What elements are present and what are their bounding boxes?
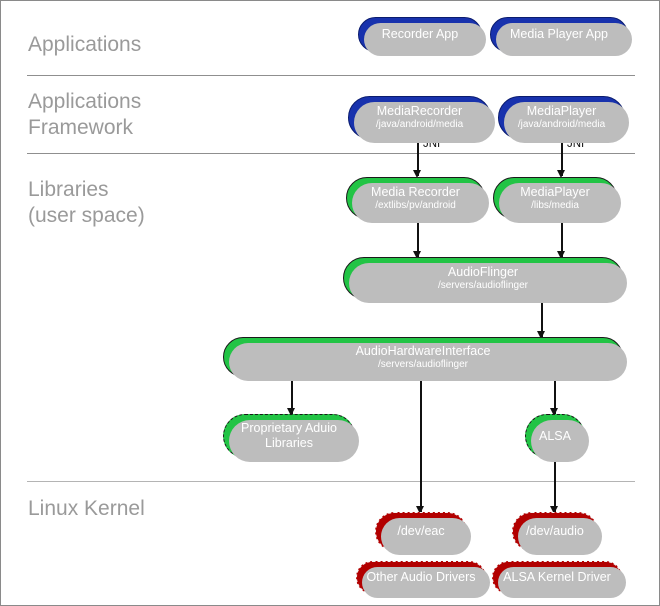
layer-label-applications-framework: Applications Framework	[28, 90, 142, 139]
node-title: /dev/eac	[397, 524, 445, 538]
connector-ahi-to-proprietary	[291, 376, 293, 414]
node-subtitle: Libraries	[265, 436, 313, 450]
node-subtitle: /extlibs/pv/android	[375, 199, 456, 211]
node-media-recorder-lib[interactable]: Media Recorder /extlibs/pv/android	[346, 177, 489, 223]
node-mediarecorder-framework[interactable]: MediaRecorder /java/android/media	[348, 96, 495, 143]
connector-ahi-to-dev-eac	[420, 376, 422, 512]
node-title: MediaPlayer	[526, 104, 597, 118]
node-title: ALSA	[539, 428, 571, 443]
node-title: MediaPlayer	[520, 184, 590, 199]
connector-audioflinger-to-ahi	[541, 299, 543, 337]
node-subtitle: /servers/audioflinger	[437, 279, 529, 291]
arrowhead-ahi-to-proprietary	[287, 408, 295, 416]
node-title: ALSA Kernel Driver	[503, 570, 611, 584]
arrowhead-mediarecorder-to-lib	[413, 170, 421, 178]
node-subtitle: /servers/audioflinger	[377, 358, 469, 370]
arrowhead-mediaplayer-to-lib	[557, 170, 565, 178]
arrowhead-mediaplayerlib-to-audioflinger	[557, 251, 565, 259]
divider-applications	[27, 75, 635, 76]
node-mediaplayer-framework[interactable]: MediaPlayer /java/android/media	[498, 96, 629, 143]
node-title: /dev/audio	[526, 524, 584, 538]
node-title: AudioHardwareInterface	[355, 343, 491, 358]
node-title: Other Audio Drivers	[366, 570, 476, 584]
node-title: Recorder App	[381, 27, 459, 41]
node-title: AudioFlinger	[447, 264, 519, 279]
node-audiohardwareinterface[interactable]: AudioHardwareInterface /servers/audiofli…	[223, 337, 627, 381]
node-subtitle: /libs/media	[531, 199, 579, 211]
node-recorder-app[interactable]: Recorder App	[358, 17, 486, 56]
connector-ahi-to-alsa	[554, 376, 556, 414]
node-media-player-app[interactable]: Media Player App	[490, 17, 632, 56]
node-title: Proprietary Aduio	[241, 421, 337, 435]
node-proprietary-audio-libraries[interactable]: Proprietary Aduio Libraries	[223, 414, 359, 462]
layer-label-linux-kernel: Linux Kernel	[28, 497, 145, 520]
arrowhead-alsa-to-dev-audio	[550, 506, 558, 514]
node-alsa[interactable]: ALSA	[525, 414, 589, 462]
node-audioflinger[interactable]: AudioFlinger /servers/audioflinger	[343, 257, 627, 303]
arrowhead-ahi-to-dev-eac	[416, 506, 424, 514]
layer-label-libraries: Libraries (user space)	[28, 178, 145, 227]
node-title: MediaRecorder	[376, 104, 463, 118]
node-mediaplayer-lib[interactable]: MediaPlayer /libs/media	[493, 177, 621, 223]
node-alsa-kernel-driver[interactable]: ALSA Kernel Driver	[492, 561, 626, 598]
arrowhead-ahi-to-alsa	[550, 408, 558, 416]
divider-libraries	[27, 481, 635, 482]
connector-mediarecorderlib-to-audioflinger	[417, 219, 419, 257]
node-title: Media Player App	[510, 27, 608, 41]
connector-mediarecorder-to-lib	[417, 139, 419, 176]
connector-mediaplayerlib-to-audioflinger	[561, 219, 563, 257]
node-title: Media Recorder	[371, 184, 460, 199]
node-dev-eac[interactable]: /dev/eac	[375, 512, 471, 555]
connector-mediaplayer-to-lib	[561, 139, 563, 176]
node-other-audio-drivers[interactable]: Other Audio Drivers	[356, 561, 490, 598]
divider-framework	[27, 153, 635, 154]
node-subtitle: /java/android/media	[375, 119, 464, 130]
layer-label-applications: Applications	[28, 33, 142, 56]
arrowhead-mediarecorderlib-to-audioflinger	[413, 251, 421, 259]
node-dev-audio[interactable]: /dev/audio	[512, 512, 602, 555]
connector-alsa-to-dev-audio	[554, 459, 556, 512]
node-subtitle: /java/android/media	[517, 119, 606, 130]
arrowhead-audioflinger-to-ahi	[537, 331, 545, 339]
